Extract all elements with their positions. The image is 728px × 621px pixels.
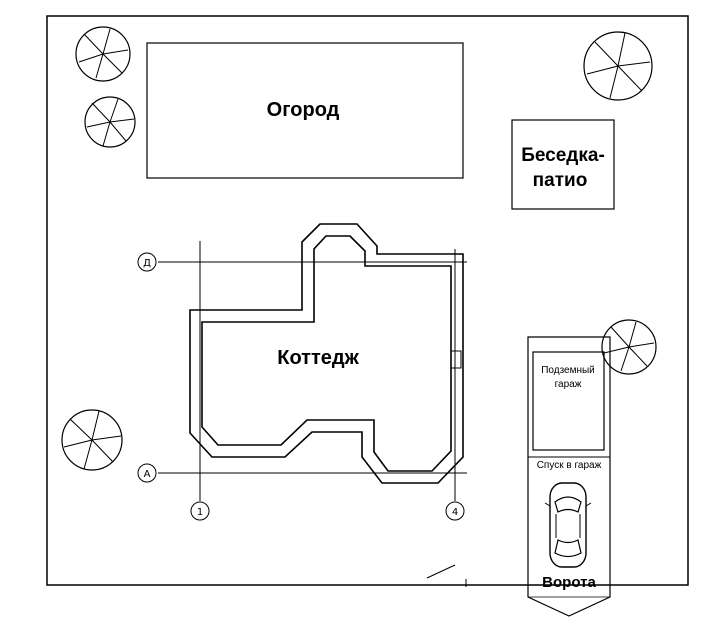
pedestrian-gate-mark [426, 564, 456, 579]
tree-icon [61, 409, 123, 471]
axis-1-marker [190, 501, 210, 521]
cottage-inner-wall [201, 235, 452, 472]
axis-4-label: 4 [452, 507, 458, 518]
axis-4-marker [445, 501, 465, 521]
cottage-wall-projection [450, 350, 462, 369]
garden-label: Огород [267, 99, 340, 121]
ramp-label: Спуск в гараж [537, 460, 602, 471]
car-icon [544, 482, 592, 568]
gazebo-label-line1: Беседка- [521, 145, 605, 166]
axis-d-label: Д [143, 258, 151, 269]
axis-d-marker [137, 252, 157, 272]
gazebo-label-line2: патио [533, 170, 588, 191]
axis-a-marker [137, 463, 157, 483]
cottage-outer-wall [189, 223, 464, 484]
axis-a-label: А [144, 469, 151, 480]
tree-icon [84, 96, 136, 148]
tree-icon [583, 31, 653, 101]
cottage-label: Коттедж [277, 347, 359, 369]
gate-label: Ворота [542, 574, 596, 591]
axis-1-label: 1 [197, 507, 203, 518]
tree-icon [75, 26, 131, 82]
gazebo [511, 119, 615, 210]
garage-label-line1: Подземный [541, 365, 595, 376]
garden-bed [146, 42, 464, 179]
garage-label-line2: гараж [555, 379, 582, 390]
tree-icon [601, 319, 657, 375]
site-boundary [46, 15, 689, 586]
driveway-outline [527, 336, 611, 617]
underground-garage [532, 351, 605, 451]
